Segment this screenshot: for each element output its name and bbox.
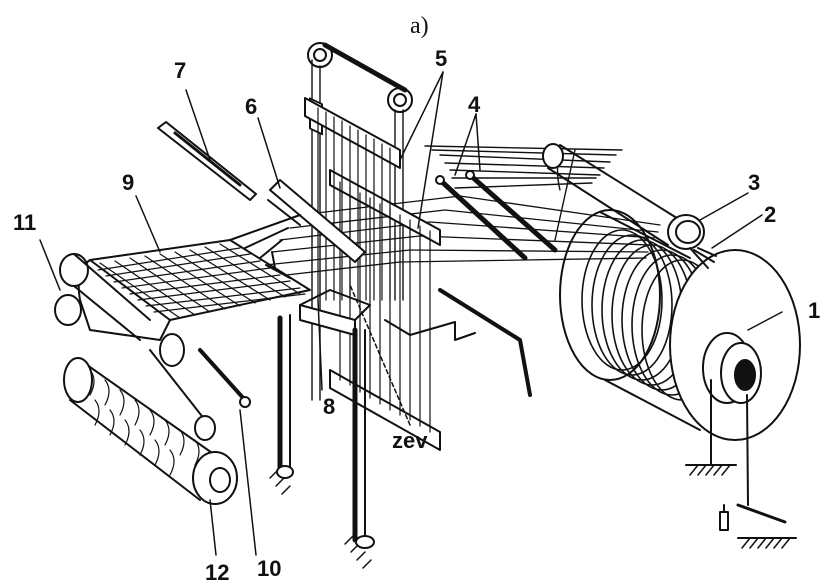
leader-lines [39,71,783,556]
label-6: 6 [245,94,258,119]
label-3: 3 [748,170,761,195]
label-5: 5 [435,46,448,71]
back-rest-roller [542,143,717,269]
label-shed: zev [392,428,428,453]
label-7: 7 [174,58,187,83]
loom-posts [276,314,375,549]
label-1: 1 [808,298,821,323]
warp-beam [559,209,801,531]
label-8: 8 [323,394,336,419]
lease-rods [435,170,558,261]
label-11: 11 [13,210,37,235]
label-10: 10 [257,556,282,581]
take-up-roller [63,333,251,505]
reed-batten [267,179,366,263]
label-4: 4 [468,92,481,117]
woven-cloth [77,214,311,341]
figure-caption: a) [410,13,429,39]
label-12: 12 [205,560,230,585]
label-2: 2 [764,202,777,227]
label-9: 9 [122,170,135,195]
sley [299,288,532,397]
breast-beam [54,253,151,341]
shuttle [157,121,257,201]
warp-threads-top [424,145,623,241]
ground-marks [269,464,797,569]
